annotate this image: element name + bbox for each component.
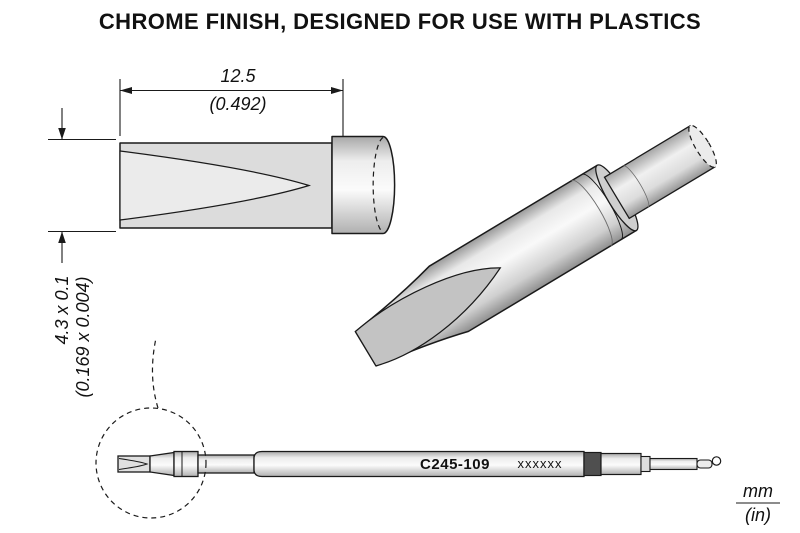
cartridge-marking-text: xxxxxx [518,456,563,471]
cartridge-tip-bevel [118,458,149,470]
side-view [119,135,396,235]
cartridge-step [640,455,651,473]
length-arrow-left-icon [120,87,132,94]
tip-size-value-mm: 4.3 x 0.1 [52,275,72,344]
tip-size-dimension: 4.3 x 0.1 (0.169 x 0.004) [48,108,116,398]
units-mm: mm [743,481,773,501]
cartridge-cone [149,451,175,477]
tip-size-value-in: (0.169 x 0.004) [73,276,93,397]
iso-view [354,124,717,367]
iso-shank-ring [623,165,650,208]
detail-circle [95,407,207,519]
cartridge-end-ring [711,456,722,466]
cartridge-tip-blade [117,455,151,473]
length-value-in: (0.492) [209,94,266,114]
iso-shank-end-hidden [688,124,717,168]
side-view-hidden-edge [372,136,384,234]
length-dimension: 12.5 (0.492) [119,66,344,139]
detail-leader-line [151,337,159,409]
page-title: CHROME FINISH, DESIGNED FOR USE WITH PLA… [99,9,701,34]
cartridge-body-tube [253,450,585,478]
side-view-bevel-face [119,150,312,221]
side-view-cylinder [331,135,396,235]
cartridge-collar [173,450,199,478]
tip-arrow-down-icon [58,128,66,140]
length-arrow-right-icon [331,87,343,94]
cartridge-pin [696,459,713,469]
cartridge-band [583,451,602,477]
cartridge-view: C245-109 xxxxxx [95,337,722,519]
cartridge-model-text: C245-109 [420,456,490,473]
iso-ring-line [571,179,613,247]
tip-arrow-up-icon [58,231,66,243]
units-legend: mm (in) [736,481,780,525]
units-in: (in) [745,505,771,525]
length-value-mm: 12.5 [220,66,256,86]
cartridge-rear-sleeve [600,452,642,476]
iso-bevel-face [354,267,502,367]
cartridge-rod [649,457,698,471]
